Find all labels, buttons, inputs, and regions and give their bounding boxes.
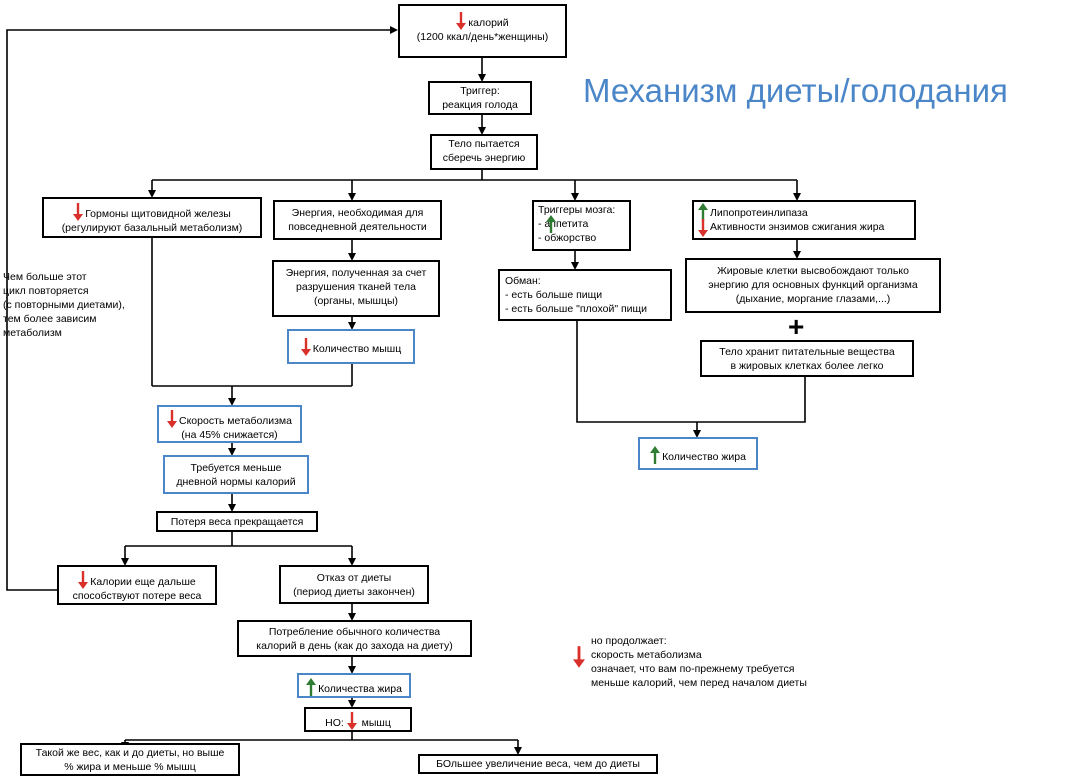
node-calories-line: калорий (468, 17, 509, 29)
node-fat-amount: Количество жира (638, 437, 758, 470)
node-deception: Обман: - есть больше пищи - есть больше … (498, 269, 672, 321)
node-save-energy-line: сберечь энергию (442, 152, 526, 164)
node-tissue-energy: Энергия, полученная за счет разрушения т… (272, 260, 440, 317)
node-fewer-calories-line: дневной нормы калорий (176, 476, 296, 488)
side-note-line: означает, что вам по-прежнему требуется (591, 663, 795, 675)
connector (6, 26, 398, 591)
node-weight-stop: Потеря веса прекращается (156, 511, 318, 532)
node-further-calories-line: способствуют потере веса (72, 590, 202, 602)
node-quit-diet-line: Отказ от диеты (316, 572, 392, 584)
node-store-line: в жировых клетках более легко (730, 360, 884, 372)
node-trigger-line: реакция голода (442, 99, 518, 111)
red-down-arrow-icon (346, 712, 357, 730)
node-daily-energy: Энергия, необходимая для повседневной де… (273, 200, 442, 240)
node-trigger-line: Триггер: (460, 85, 500, 97)
node-fewer-calories: Требуется меньше дневной нормы калорий (163, 455, 309, 494)
node-daily-energy-line: повседневной деятельности (288, 221, 427, 233)
node-fat-amount-2: Количества жира (297, 673, 411, 698)
node-normal-intake: Потребление обычного количества калорий … (237, 620, 472, 657)
node-more-weight-line: БОльшее увеличение веса, чем до диеты (436, 758, 640, 770)
cycle-note-line: Чем больше этот (3, 271, 87, 283)
node-fat-cells-line: (дыхание, моргание глазами,...) (735, 293, 891, 305)
node-brain-triggers-line: Триггеры мозга: (538, 204, 616, 216)
node-tissue-energy-line: (органы, мышцы) (313, 295, 399, 307)
side-note: но продолжает: скорость метаболизма озна… (591, 634, 807, 690)
cycle-note-line: тем более зависим (3, 313, 97, 325)
node-same-weight-line: % жира и меньше % мышц (64, 761, 196, 773)
plus-sign-icon: + (788, 311, 805, 342)
node-trigger: Триггер: реакция голода (428, 81, 532, 115)
node-lipase-line: Активности энзимов сжигания жира (710, 221, 885, 233)
node-normal-intake-line: калорий в день (как до захода на диету) (256, 640, 453, 652)
node-deception-line: Обман: (505, 275, 541, 287)
side-note-line: но продолжает: (591, 635, 667, 647)
red-down-arrow-icon (300, 338, 311, 356)
node-save-energy-line: Тело пытается (448, 138, 520, 150)
node-tissue-energy-line: Энергия, полученная за счет (285, 267, 427, 279)
node-but-muscle: НО: мышц (304, 707, 412, 732)
connector (697, 376, 806, 423)
node-brain-triggers-line: - обжорство (538, 232, 597, 244)
node-quit-diet-line: (период диеты закончен) (293, 586, 415, 598)
node-metabolism-speed: Скорость метаболизма (на 45% снижается) (157, 405, 302, 443)
node-fewer-calories-line: Требуется меньше (190, 462, 282, 474)
node-same-weight: Такой же вес, как и до диеты, но выше % … (20, 743, 240, 776)
node-fat-amount-line: Количество жира (662, 451, 746, 463)
node-thyroid-line: Гормоны щитовидной железы (85, 208, 231, 220)
node-metabolism-speed-line: (на 45% снижается) (181, 429, 278, 441)
cycle-note: Чем больше этот цикл повторяется (с повт… (3, 270, 125, 340)
green-up-arrow-icon (546, 215, 556, 233)
cycle-note-line: (с повторными диетами), (3, 299, 125, 311)
green-up-arrow-icon (698, 203, 708, 221)
node-fat-cells: Жировые клетки высвобождают только энерг… (685, 258, 941, 313)
node-fat-amount-2-line: Количества жира (318, 683, 402, 695)
red-down-arrow-icon (78, 571, 89, 589)
node-thyroid: Гормоны щитовидной железы (регулируют ба… (42, 197, 262, 238)
node-tissue-energy-line: разрушения тканей тела (296, 281, 416, 293)
cycle-note-line: цикл повторяется (3, 285, 89, 297)
node-brain-triggers: Триггеры мозга: - аппетита - обжорство (532, 200, 631, 251)
side-note-line: скорость метаболизма (591, 649, 702, 661)
red-down-arrow-icon (73, 203, 84, 221)
node-store-line: Тело хранит питательные вещества (719, 346, 895, 358)
green-up-arrow-icon (306, 678, 317, 696)
node-fat-cells-line: энергию для основных функций организма (708, 279, 918, 291)
node-but-muscle-line: мышц (361, 717, 391, 729)
node-muscle-amount: Количество мышц (287, 329, 415, 364)
node-more-weight: БОльшее увеличение веса, чем до диеты (418, 754, 658, 774)
node-metabolism-speed-line: Скорость метаболизма (179, 415, 292, 427)
node-deception-line: - есть больше пищи (505, 289, 603, 301)
red-down-arrow-icon (167, 410, 177, 428)
node-quit-diet: Отказ от диеты (период диеты закончен) (279, 565, 429, 604)
node-thyroid-line: (регулируют базальный метаболизм) (61, 222, 243, 234)
diagram-title: Механизм диеты/голодания (583, 72, 1008, 109)
node-muscle-amount-line: Количество мышц (312, 343, 402, 355)
node-fat-cells-line: Жировые клетки высвобождают только (717, 265, 909, 277)
node-store: Тело хранит питательные вещества в жиров… (700, 340, 914, 377)
red-down-arrow-icon (573, 646, 585, 668)
node-calories: калорий (1200 ккал/день*женщины) (398, 4, 567, 58)
cycle-note-line: метаболизм (3, 327, 62, 339)
node-same-weight-line: Такой же вес, как и до диеты, но выше (35, 747, 225, 759)
node-calories-line: (1200 ккал/день*женщины) (416, 31, 549, 43)
green-up-arrow-icon (650, 446, 661, 464)
node-further-calories: Калории еще дальше способствуют потере в… (57, 565, 217, 605)
node-deception-line: - есть больше "плохой" пищи (505, 303, 648, 315)
node-weight-stop-line: Потеря веса прекращается (170, 516, 304, 528)
connector (576, 320, 697, 423)
node-lipase-line: Липопротеинлипаза (710, 207, 808, 219)
red-down-arrow-icon (456, 12, 467, 30)
node-save-energy: Тело пытается сберечь энергию (430, 134, 538, 170)
red-down-arrow-icon (698, 219, 708, 237)
node-daily-energy-line: Энергия, необходимая для (291, 207, 424, 219)
side-note-line: меньше калорий, чем перед началом диеты (591, 677, 807, 689)
node-further-calories-line: Калории еще дальше (90, 576, 196, 588)
node-lipase: Липопротеинлипаза Активности энзимов сжи… (692, 200, 916, 240)
node-but-muscle-line: НО: (325, 717, 344, 729)
node-normal-intake-line: Потребление обычного количества (268, 626, 441, 638)
